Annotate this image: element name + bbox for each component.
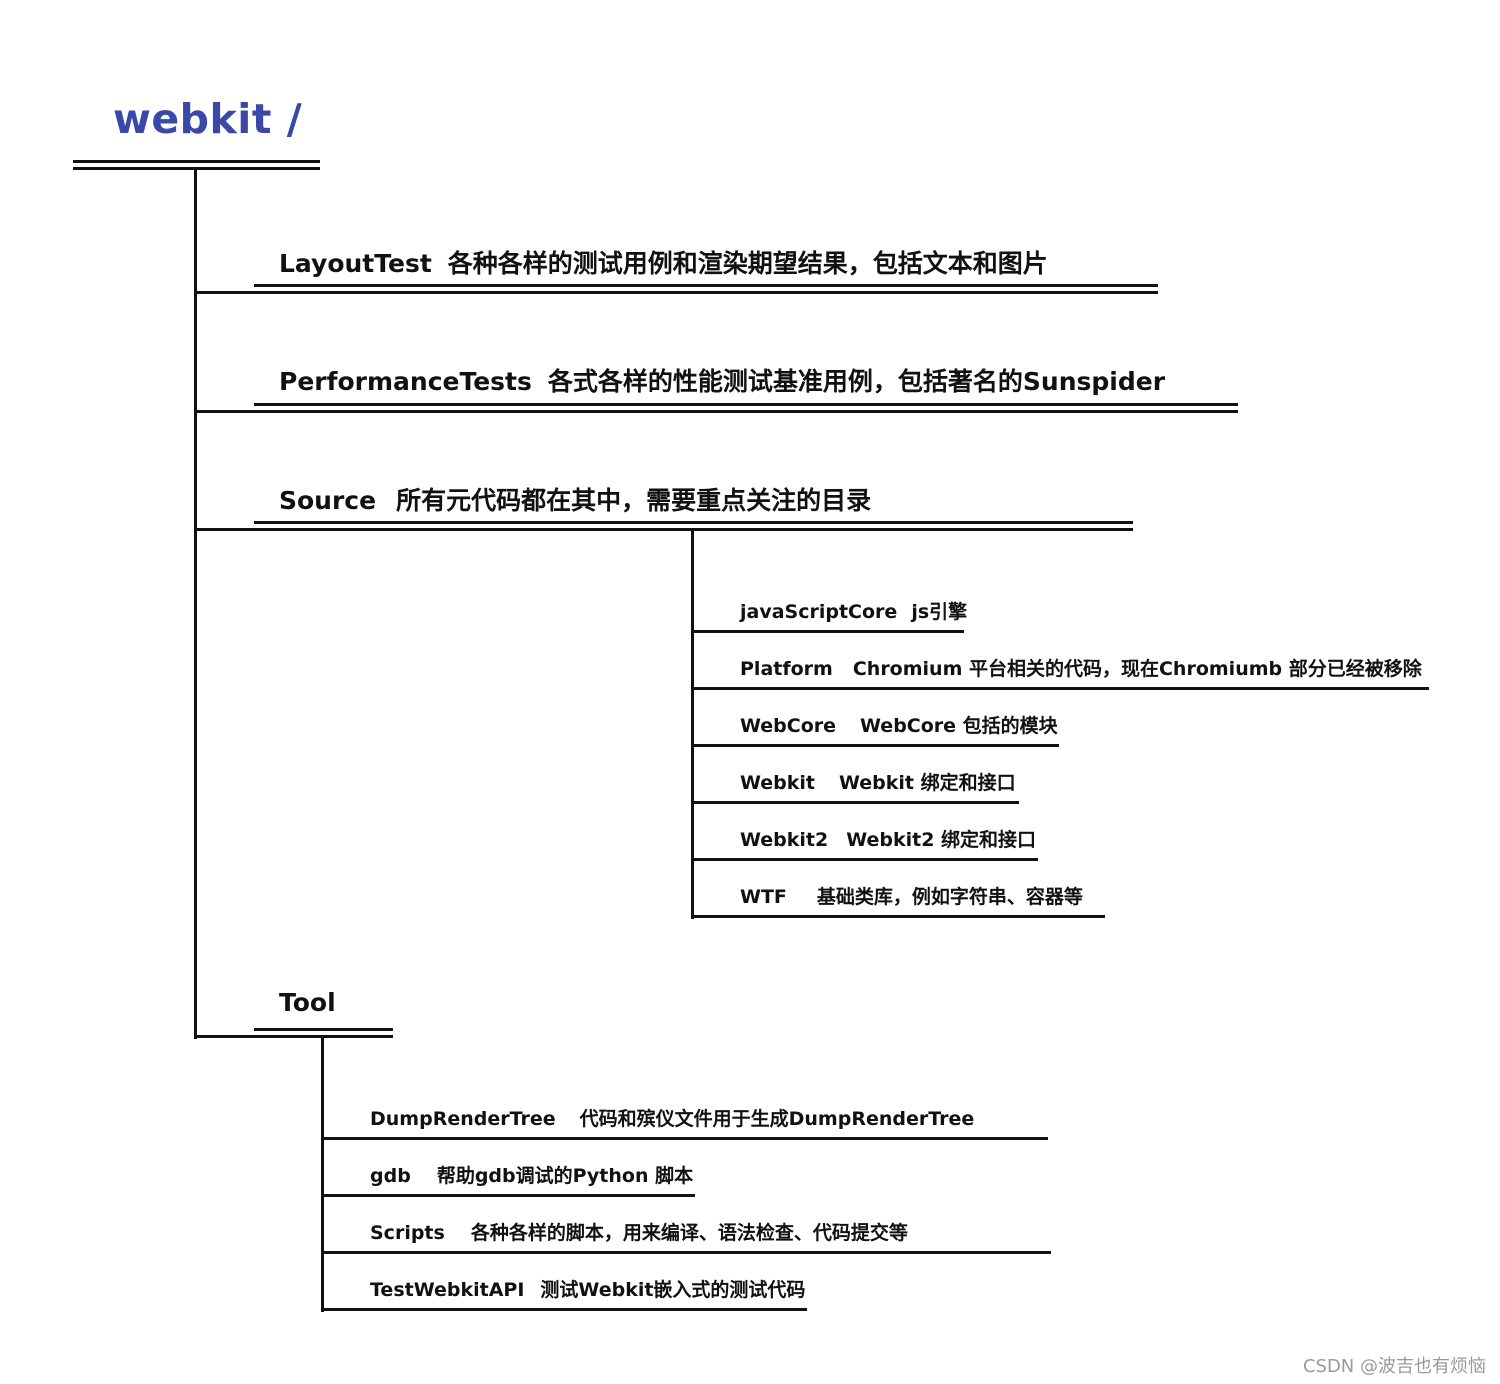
tool-item-scripts: Scripts 各种各样的脚本，用来编译、语法检查、代码提交等	[370, 1218, 908, 1245]
branch-underline	[254, 403, 1238, 406]
branch-underline	[194, 1035, 393, 1038]
item-underline	[321, 1308, 807, 1311]
item-name: Webkit2	[740, 829, 829, 851]
item-underline	[693, 630, 964, 633]
branch-performancetests: PerformanceTests 各式各样的性能测试基准用例，包括著名的Sunsp…	[279, 362, 1165, 398]
branch-tool: Tool	[279, 988, 336, 1017]
item-name: DumpRenderTree	[370, 1108, 556, 1130]
branch-name: LayoutTest	[279, 249, 432, 278]
branch-underline	[254, 284, 1158, 287]
item-name: WTF	[740, 886, 787, 908]
branch-underline	[196, 291, 1158, 294]
item-underline	[323, 1137, 1048, 1140]
item-underline	[693, 858, 1038, 861]
branch-name: PerformanceTests	[279, 367, 532, 396]
branch-desc: 各式各样的性能测试基准用例，包括著名的Sunspider	[547, 367, 1166, 396]
item-desc: Chromium 平台相关的代码，现在Chromiumb 部分已经被移除	[852, 658, 1422, 680]
tool-item-dumprendertree: DumpRenderTree 代码和殡仪文件用于生成DumpRenderTree	[370, 1104, 974, 1131]
source-subtree-line	[691, 531, 694, 919]
root-underline	[73, 160, 320, 163]
item-desc: 代码和殡仪文件用于生成DumpRenderTree	[579, 1108, 975, 1130]
item-name: TestWebkitAPI	[370, 1279, 525, 1301]
branch-underline	[196, 528, 1133, 531]
branch-desc: 各种各样的测试用例和渲染期望结果，包括文本和图片	[447, 249, 1048, 278]
branch-name: Tool	[279, 988, 336, 1017]
branch-underline	[254, 521, 1133, 524]
item-desc: 帮助gdb调试的Python 脚本	[436, 1165, 694, 1187]
item-name: gdb	[370, 1165, 411, 1187]
trunk-line	[194, 170, 197, 1039]
item-desc: Webkit2 绑定和接口	[846, 829, 1037, 851]
item-underline	[693, 687, 1429, 690]
branch-name: Source	[279, 486, 377, 515]
tool-item-gdb: gdb 帮助gdb调试的Python 脚本	[370, 1161, 693, 1188]
source-item-webkit: Webkit Webkit 绑定和接口	[740, 768, 1016, 795]
branch-underline	[196, 410, 1238, 413]
source-item-webcore: WebCore WebCore 包括的模块	[740, 711, 1058, 738]
item-name: Webkit	[740, 772, 815, 794]
item-underline	[691, 915, 1105, 918]
root-title: webkit /	[113, 95, 303, 143]
source-item-platform: Platform Chromium 平台相关的代码，现在Chromiumb 部分已…	[740, 654, 1422, 681]
item-desc: WebCore 包括的模块	[860, 715, 1058, 737]
item-name: javaScriptCore	[740, 601, 898, 623]
branch-underline	[254, 1028, 393, 1031]
watermark: CSDN @波吉也有烦恼	[1302, 1356, 1486, 1377]
item-underline	[693, 744, 1059, 747]
root-underline	[73, 167, 320, 170]
item-name: Platform	[740, 658, 833, 680]
item-desc: js引擎	[911, 601, 968, 623]
item-desc: Webkit 绑定和接口	[839, 772, 1016, 794]
branch-source: Source 所有元代码都在其中，需要重点关注的目录	[279, 481, 871, 517]
branch-desc: 所有元代码都在其中，需要重点关注的目录	[396, 486, 872, 515]
item-desc: 各种各样的脚本，用来编译、语法检查、代码提交等	[470, 1222, 908, 1244]
tool-subtree-line	[321, 1038, 324, 1312]
item-underline	[323, 1251, 1051, 1254]
item-name: Scripts	[370, 1222, 445, 1244]
item-underline	[693, 801, 1019, 804]
source-item-wtf: WTF 基础类库，例如字符串、容器等	[740, 882, 1083, 909]
source-item-webkit2: Webkit2 Webkit2 绑定和接口	[740, 825, 1036, 852]
source-item-javascriptcore: javaScriptCore js引擎	[740, 597, 967, 624]
item-name: WebCore	[740, 715, 837, 737]
item-desc: 测试Webkit嵌入式的测试代码	[540, 1279, 806, 1301]
item-underline	[323, 1194, 695, 1197]
branch-layouttest: LayoutTest 各种各样的测试用例和渲染期望结果，包括文本和图片	[279, 244, 1048, 280]
item-desc: 基础类库，例如字符串、容器等	[816, 886, 1083, 908]
tool-item-testwebkitapi: TestWebkitAPI 测试Webkit嵌入式的测试代码	[370, 1275, 805, 1302]
